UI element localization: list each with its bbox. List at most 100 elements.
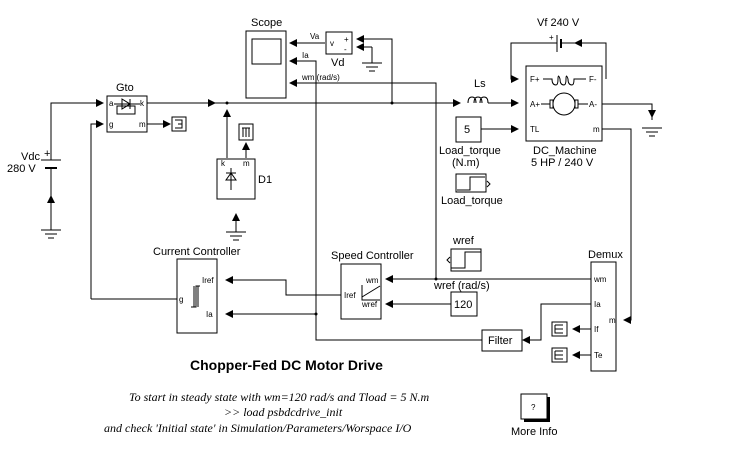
gto-port-k: k — [140, 99, 145, 108]
signal-label-va: Va — [310, 32, 320, 41]
cc-port-iref: Iref — [202, 276, 214, 285]
demux-port-ia: Ia — [594, 300, 601, 309]
step-icon — [457, 176, 485, 191]
wire-aminus-ground[interactable] — [602, 103, 653, 120]
d1-port-k: k — [221, 159, 226, 168]
wref-const-label: wref (rad/s) — [433, 280, 490, 292]
signal-label-wm: wm (rad/s) — [301, 73, 340, 82]
help-icon: ? — [531, 403, 536, 412]
sc-port-wref: wref — [361, 300, 378, 309]
demux-port-wm: wm — [593, 275, 607, 284]
wire-iref[interactable] — [225, 276, 341, 296]
terminator-d1-m — [238, 123, 254, 141]
note-line-3: and check 'Initial state' in Simulation/… — [104, 421, 412, 435]
junction-bus — [225, 101, 229, 105]
gto-port-g: g — [109, 120, 113, 129]
more-info-button[interactable]: ? More Info — [511, 393, 557, 438]
vd-voltage-measurement[interactable]: v + - Vd — [325, 31, 353, 69]
demux-port-if: If — [594, 325, 599, 334]
gto-port-a: a — [109, 99, 114, 108]
vdc-value: 280 V — [7, 163, 36, 175]
ground-icon — [226, 231, 246, 241]
d1-diode-block[interactable]: k m D1 — [216, 158, 272, 200]
wref-const-value: 120 — [454, 299, 472, 311]
current-controller-block[interactable]: Current Controller g Iref Ia — [153, 246, 241, 334]
vdc-source[interactable]: + Vdc 280 V — [7, 148, 61, 182]
wire-fminus-vf[interactable] — [574, 39, 607, 79]
demux-port-te: Te — [594, 351, 603, 360]
current-controller-label: Current Controller — [153, 246, 241, 258]
ls-inductor[interactable]: Ls — [467, 78, 493, 104]
d1-label: D1 — [258, 174, 272, 186]
wref-step[interactable]: wref — [446, 235, 482, 272]
note-line-1: To start in steady state with wm=120 rad… — [129, 390, 429, 404]
d1-port-m: m — [243, 159, 250, 168]
scope-screen-icon — [251, 38, 282, 65]
junction-vd — [390, 101, 394, 105]
wire-cc-g-gto[interactable] — [90, 120, 104, 299]
speed-controller-label: Speed Controller — [331, 250, 414, 262]
wref-step-label: wref — [452, 235, 475, 247]
gto-block[interactable]: Gto a g k m — [106, 82, 148, 133]
load-torque-step-label: Load_torque — [441, 195, 503, 207]
filter-block[interactable]: Filter — [481, 329, 523, 352]
wire-ia-scope[interactable] — [289, 57, 317, 314]
wref-constant[interactable]: wref (rad/s) 120 — [433, 280, 490, 317]
speed-controller-block[interactable]: Speed Controller Iref wm wref — [331, 250, 414, 320]
ground-icon — [41, 229, 61, 239]
load-torque-label: Load_torque — [439, 145, 501, 157]
dc-port-aminus: A- — [589, 100, 597, 109]
vd-label: Vd — [331, 57, 344, 69]
hysteresis-icon — [191, 285, 200, 308]
vf-source[interactable]: Vf 240 V + — [537, 17, 580, 52]
wire-wm-scope[interactable] — [289, 79, 437, 279]
demux-port-m: m — [609, 316, 616, 325]
vdc-plus: + — [44, 148, 50, 160]
load-torque-unit: (N.m) — [452, 157, 480, 169]
dc-port-tl: TL — [530, 125, 540, 134]
dc-port-m: m — [593, 125, 600, 134]
ground-icon — [362, 62, 382, 72]
terminator-if — [551, 321, 568, 337]
load-torque-value: 5 — [464, 124, 470, 136]
more-info-label: More Info — [511, 426, 557, 438]
gto-port-m: m — [139, 120, 146, 129]
vd-minus: - — [344, 45, 347, 54]
step-output-port — [446, 256, 451, 264]
dc-port-fminus: F- — [589, 75, 597, 84]
junction-ia — [314, 312, 318, 316]
load-torque-step[interactable]: Load_torque — [441, 173, 503, 207]
vf-label: Vf 240 V — [537, 17, 580, 29]
signal-label-ia: Ia — [302, 51, 309, 60]
demux-block[interactable]: Demux wm Ia If Te m — [588, 249, 623, 372]
wire-filter-ia[interactable] — [225, 310, 482, 341]
scope-label: Scope — [251, 17, 282, 29]
cc-port-ia: Ia — [206, 310, 213, 319]
wire-demux-ia-filter[interactable] — [522, 303, 591, 344]
dc-port-fplus: F+ — [530, 75, 540, 84]
wire-vdc-gto-a[interactable] — [50, 99, 104, 160]
terminator-te — [551, 347, 568, 363]
vd-inner: v — [330, 39, 334, 48]
step-output-port — [486, 180, 491, 188]
ls-label: Ls — [474, 78, 486, 90]
load-torque-constant[interactable]: 5 Load_torque (N.m) — [439, 116, 501, 169]
gto-label: Gto — [116, 82, 134, 94]
dc-machine-block[interactable]: F+ F- A+ A- TL m DC_Machine 5 HP / 240 V — [525, 65, 603, 169]
wire-vf-fplus[interactable] — [510, 42, 557, 83]
cc-port-g: g — [179, 295, 183, 304]
wire-m-demux[interactable] — [602, 128, 632, 324]
wires — [47, 35, 656, 359]
vf-plus: + — [549, 33, 554, 42]
sc-port-iref: Iref — [344, 291, 356, 300]
note-line-2: >> load psbdcdrive_init — [224, 405, 343, 419]
wire-bus-vd-plus[interactable] — [356, 35, 393, 103]
pi-controller-icon — [361, 285, 381, 301]
sc-port-wm: wm — [365, 276, 379, 285]
dc-machine-rating: 5 HP / 240 V — [531, 157, 594, 169]
scope-block[interactable]: Scope Va Ia wm (rad/s) — [245, 17, 340, 99]
demux-label: Demux — [588, 249, 623, 261]
terminator-gto-m — [171, 116, 187, 132]
ground-icon — [642, 127, 662, 137]
field-winding-icon — [543, 75, 586, 86]
